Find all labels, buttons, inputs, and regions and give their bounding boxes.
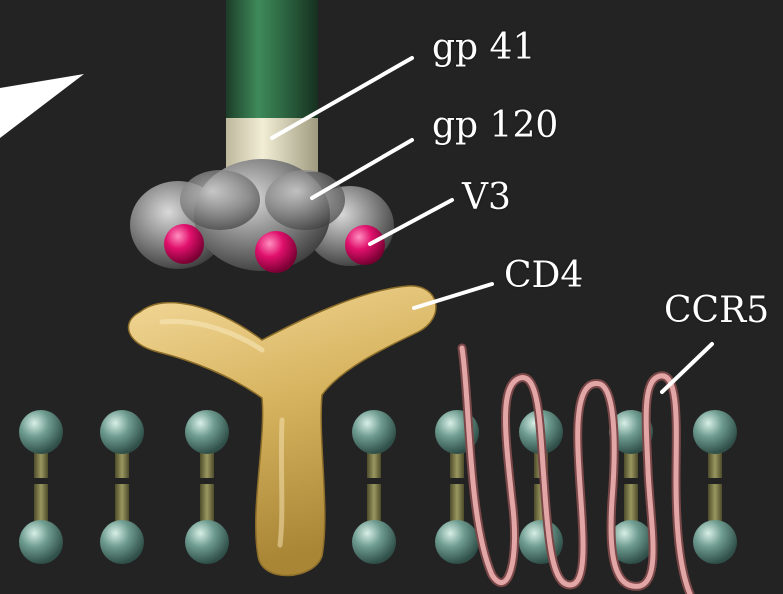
lipid-heads-top	[19, 410, 737, 454]
lipid-tails	[30, 448, 726, 528]
lipid-heads-bottom	[19, 520, 737, 564]
ccr5-label: CCR5	[664, 293, 769, 329]
gp41-label: gp 41	[432, 30, 535, 66]
lipid-bilayer	[19, 410, 737, 564]
pointer-arrow-icon	[0, 74, 84, 138]
ccr5-leader-line	[662, 344, 712, 392]
ccr5-coreceptor	[462, 348, 690, 594]
gp41-protein	[226, 0, 318, 172]
v3-label: V3	[462, 180, 511, 216]
gp120-label: gp 120	[432, 108, 558, 144]
cd4-label: CD4	[504, 258, 583, 294]
